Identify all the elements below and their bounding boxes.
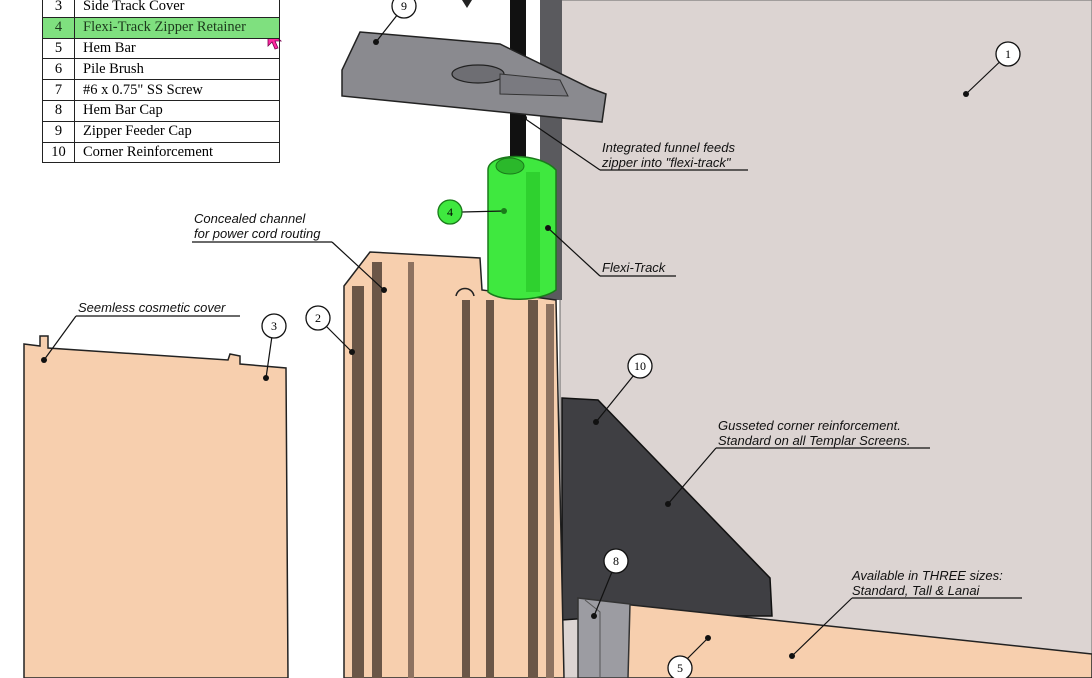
svg-text:10: 10 (634, 359, 646, 373)
arrow-marker (462, 0, 472, 8)
part-number: 5 (42, 37, 75, 60)
side-track-cover (23, 335, 289, 678)
callout-8: 8 (603, 548, 629, 574)
callout-2: 2 (305, 305, 331, 331)
note-funnel-1: Integrated funnel feeds (602, 140, 735, 155)
callout-5: 5 (667, 655, 693, 678)
part-name: #6 x 0.75" SS Screw (74, 79, 280, 101)
note-cover: Seemless cosmetic cover (78, 300, 226, 315)
svg-text:8: 8 (613, 554, 619, 568)
zipper-feeder-cap (341, 31, 607, 123)
svg-text:2: 2 (315, 311, 321, 325)
part-name: Side Track Cover (74, 0, 280, 18)
svg-text:1: 1 (1005, 47, 1011, 61)
callout-9: 9 (391, 0, 417, 19)
note-channel-1: Concealed channel (194, 211, 306, 226)
callout-4: 4 (437, 199, 463, 225)
part-number: 8 (42, 99, 75, 122)
hem-bar-cap (577, 597, 631, 678)
callout-10: 10 (627, 353, 653, 379)
part-number: 4 (42, 16, 75, 39)
note-channel-2: for power cord routing (194, 226, 321, 241)
part-name: Corner Reinforcement (74, 141, 280, 164)
note-sizes-2: Standard, Tall & Lanai (852, 583, 981, 598)
svg-text:9: 9 (401, 0, 407, 13)
part-name: Flexi-Track Zipper Retainer (74, 16, 280, 39)
side-track-extrusion (343, 251, 565, 678)
svg-text:3: 3 (271, 319, 277, 333)
note-funnel-2: zipper into "flexi-track" (601, 155, 732, 170)
part-number: 3 (42, 0, 75, 18)
svg-text:4: 4 (447, 205, 453, 219)
note-gusset-1: Gusseted corner reinforcement. (718, 418, 901, 433)
part-number: 7 (42, 79, 75, 101)
callout-3: 3 (261, 313, 287, 339)
note-gusset-2: Standard on all Templar Screens. (718, 433, 910, 448)
part-name: Pile Brush (74, 58, 280, 81)
callout-1: 1 (995, 41, 1021, 67)
note-sizes-1: Available in THREE sizes: (851, 568, 1003, 583)
note-flexi: Flexi-Track (602, 260, 667, 275)
svg-text:5: 5 (677, 661, 683, 675)
part-name: Hem Bar (74, 37, 280, 60)
parts-list-row[interactable]: 7#6 x 0.75" SS Screw (42, 79, 280, 101)
part-number: 6 (42, 58, 75, 81)
part-name: Zipper Feeder Cap (74, 120, 280, 143)
flexi-track-retainer (487, 155, 557, 300)
part-number: 10 (42, 141, 75, 164)
part-number: 9 (42, 120, 75, 143)
part-name: Hem Bar Cap (74, 99, 280, 122)
